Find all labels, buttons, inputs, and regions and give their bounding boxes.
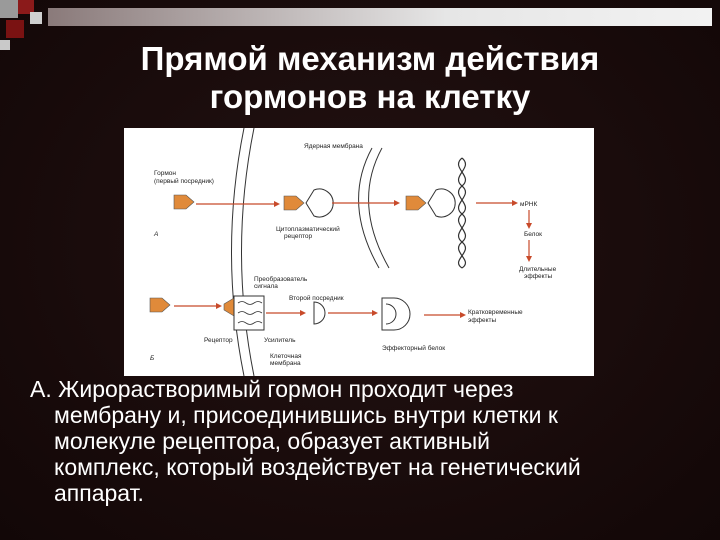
hormone-shape-b2 [223,297,235,317]
cyto-receptor-label-2: рецептор [284,233,313,240]
hormone-label-2: (первый посредник) [154,177,214,185]
cell-membrane-inner [241,128,255,376]
receptor-label: Рецептор [204,337,233,344]
cell-membrane-label-1: Клеточная [270,353,302,360]
title-line-2: гормонов на клетку [209,78,531,115]
caption-line-4: комплекс, который воздействует на генети… [54,454,581,480]
cyto-receptor-label-1: Цитоплазматический [276,225,340,233]
title-line-1: Прямой механизм действия [140,40,600,77]
second-messenger-label: Второй посредник [289,294,344,302]
long-effects-label-2: эффекты [524,273,553,280]
nuclear-membrane-inner [368,147,390,269]
hormone-shape-a2 [283,195,305,211]
hormone-label-1: Гормон [154,170,176,177]
caption-line-1: А. Жирорастворимый гормон проходит через [30,376,514,402]
nuclear-membrane-outer [358,147,380,269]
cell-membrane-outer [231,128,245,376]
caption-line-5: аппарат. [54,480,144,506]
part-label-a: А [153,231,158,238]
protein-label: Белок [524,231,542,238]
amplifier-label: Усилитель [264,337,296,344]
hormone-shape-a [173,194,195,210]
hormone-shape-a3 [405,195,427,211]
hormone-shape-b [149,297,171,313]
caption-line-2: мембрану и, присоединившись внутри клетк… [54,402,558,428]
slide-caption: А. Жирорастворимый гормон проходит через… [30,376,710,506]
slide-title: Прямой механизм действия гормонов на кле… [60,40,680,116]
cell-membrane-label-2: мембрана [270,359,301,367]
cyto-receptor-a [305,188,334,218]
decorative-corner-squares [0,0,50,50]
hormone-mechanism-diagram: Гормон (первый посредник) Цитоплазматиче… [124,128,594,376]
long-effects-label-1: Длительные [519,266,557,273]
nuclear-membrane-label: Ядерная мембрана [304,142,363,150]
nuclear-receptor-a [427,188,456,218]
decorative-top-bar [48,8,712,26]
mrna-label: мРНК [520,201,537,208]
caption-line-3: молекуле рецептора, образует активный [54,428,490,454]
short-effects-label-1: Кратковременные [468,309,523,316]
part-label-b: Б [150,355,154,362]
effector-protein-label: Эффекторный белок [382,344,445,352]
short-effects-label-2: эффекты [468,317,497,324]
second-messenger-shape [313,301,326,325]
transducer-label-1: Преобразователь [254,275,308,283]
transducer-label-2: сигнала [254,283,278,290]
